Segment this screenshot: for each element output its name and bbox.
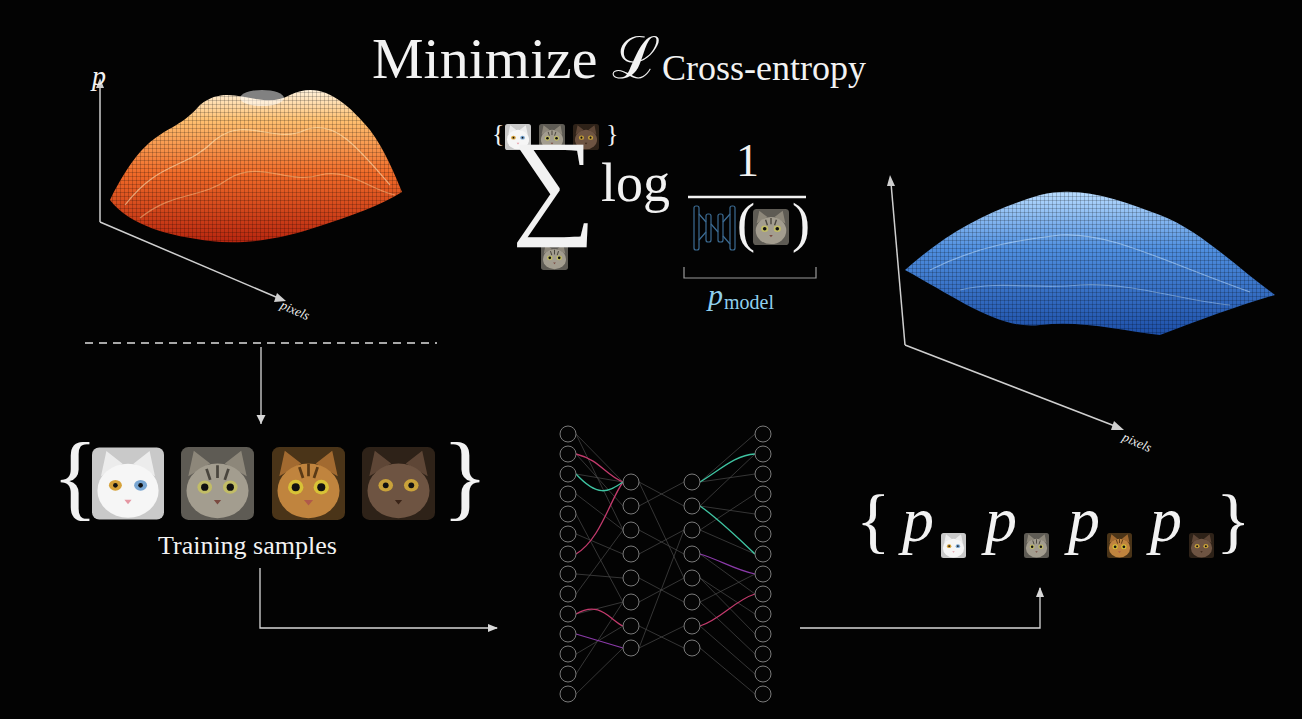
true-distribution-plot [85, 78, 437, 343]
flow-arrow [257, 347, 266, 424]
brace: } [606, 121, 618, 147]
brace: } [442, 428, 488, 524]
axis-label: p [1068, 488, 1100, 552]
brace: { [856, 484, 891, 556]
model-symbol: p [708, 280, 723, 310]
arrowhead [257, 415, 266, 424]
brace: } [1216, 484, 1251, 556]
distribution-plot: pixels [880, 165, 1285, 456]
sum-symbol: ∑ [512, 124, 596, 242]
formula-pictures [505, 124, 816, 278]
subscript: Cross-entropy [662, 50, 866, 86]
subscript: model [724, 292, 774, 312]
neural-network [560, 426, 771, 702]
training-images [92, 447, 435, 520]
brace: { [492, 121, 504, 147]
axis-label: pixels [279, 298, 312, 322]
axis-label: p [92, 62, 106, 90]
brace: { [52, 428, 98, 524]
model-distribution-plot [887, 175, 1275, 430]
probability-set: {pppp} [850, 482, 1255, 578]
connector-line [260, 347, 261, 424]
axis-label: p [902, 488, 934, 552]
numerator: 1 [736, 138, 759, 184]
axis-label: p [1150, 488, 1182, 552]
flow-arrow [260, 568, 497, 628]
axis-label: p [985, 488, 1017, 552]
axis-label: pixels [1121, 430, 1154, 454]
caption-text: Training samples [158, 533, 337, 559]
flow-arrow [800, 588, 1040, 628]
parenthesis: ( [737, 196, 755, 250]
title: Minimize ℒ [372, 30, 660, 88]
parenthesis: ) [792, 196, 810, 250]
distribution-plot: p pixels [80, 55, 442, 347]
log-symbol: log [601, 156, 670, 210]
network-icon [694, 206, 735, 250]
sample-set: {} Training samples [46, 424, 492, 564]
